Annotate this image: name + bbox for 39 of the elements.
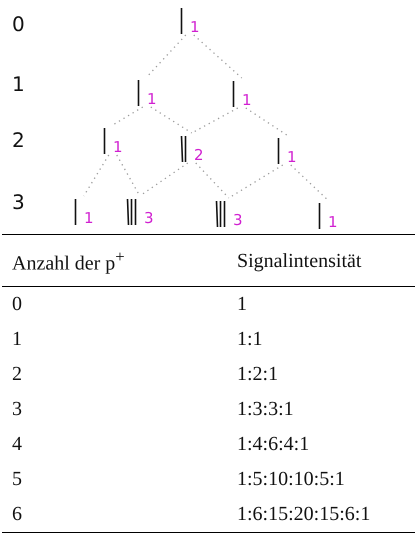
intensity-ratio: 1 [227, 286, 415, 322]
level-number: 0 [12, 12, 25, 36]
intensity-number: 3 [144, 210, 154, 226]
level-number: 1 [12, 72, 25, 96]
intensity-ratio: 1:3:3:1 [236, 396, 295, 422]
dotted-line [112, 106, 144, 126]
intensity-ratio: 1:5:10:10:5:1 [236, 466, 346, 492]
dotted-line [245, 107, 288, 136]
level-number: 2 [12, 128, 25, 152]
intensity-number: 1 [113, 139, 123, 155]
dotted-line [146, 34, 186, 78]
dotted-line [116, 154, 140, 196]
intensity-number: 3 [233, 212, 243, 228]
intensity-number: 2 [194, 147, 204, 163]
dotted-line [150, 106, 192, 134]
intensity-number: 1 [190, 19, 200, 35]
proton-count: 6 [2, 496, 227, 532]
level-number: 3 [12, 190, 25, 214]
column-header: Anzahl der p$^{+}$ [2, 234, 227, 286]
proton-count: 5 [11, 466, 23, 492]
dotted-line [195, 162, 230, 198]
intensity-number: 1 [84, 210, 94, 226]
intensity-ratio: 1:1 [236, 326, 264, 352]
proton-count: 2 [11, 362, 23, 387]
column-header: Signalintensität [227, 234, 415, 286]
dotted-line [83, 154, 110, 196]
intensity-number: 1 [147, 91, 157, 107]
intensity-ratio: 1:6:15:20:15:6:1 [227, 496, 415, 532]
intensity-number: 1 [287, 149, 297, 165]
intensity-ratio: 1:2:1 [236, 362, 280, 387]
dotted-line [193, 34, 242, 78]
proton-count: 3 [11, 396, 23, 422]
intensity-ratio: 1:4:6:4:1 [236, 432, 310, 457]
dotted-line [290, 164, 328, 200]
intensity-number: 1 [242, 92, 252, 108]
intensity-number: 1 [328, 214, 338, 230]
proton-count: 0 [2, 286, 227, 322]
proton-count: 4 [11, 432, 23, 457]
proton-count: 1 [11, 326, 23, 352]
